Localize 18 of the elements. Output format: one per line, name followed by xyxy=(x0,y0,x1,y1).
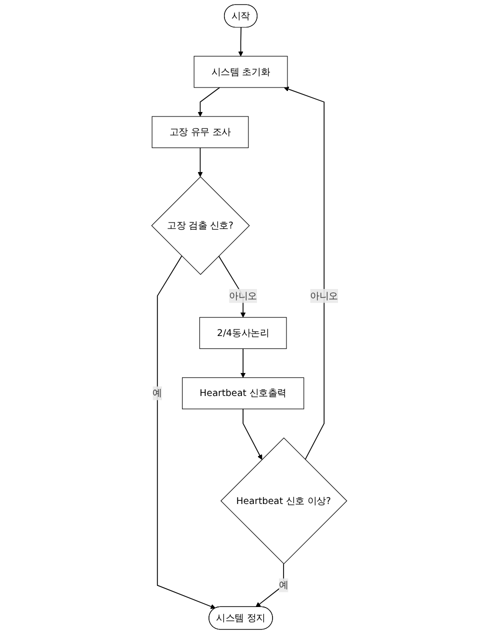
edge-label: 아니오 xyxy=(229,290,258,302)
arrow xyxy=(238,27,244,56)
node-diamond: 고장 검출 신호? xyxy=(152,176,250,275)
node-box: 2/4동사논리 xyxy=(200,317,287,349)
edge-label: 예 xyxy=(279,579,288,591)
arrow xyxy=(157,256,216,609)
node-box: 시스템 초기화 xyxy=(194,56,288,88)
arrow xyxy=(284,86,325,460)
node-box: 고장 유무 조사 xyxy=(152,116,249,148)
arrow xyxy=(256,563,284,608)
arrow xyxy=(198,147,204,177)
edge-label: 아니오 xyxy=(310,290,338,302)
edge-label: 예 xyxy=(153,388,162,399)
arrow xyxy=(198,87,220,117)
arrow xyxy=(240,348,246,378)
node-diamond: Heartbeat 신호 이상? xyxy=(220,438,348,564)
node-box: Heartbeat 신호출력 xyxy=(182,377,304,410)
arrow xyxy=(242,408,262,460)
